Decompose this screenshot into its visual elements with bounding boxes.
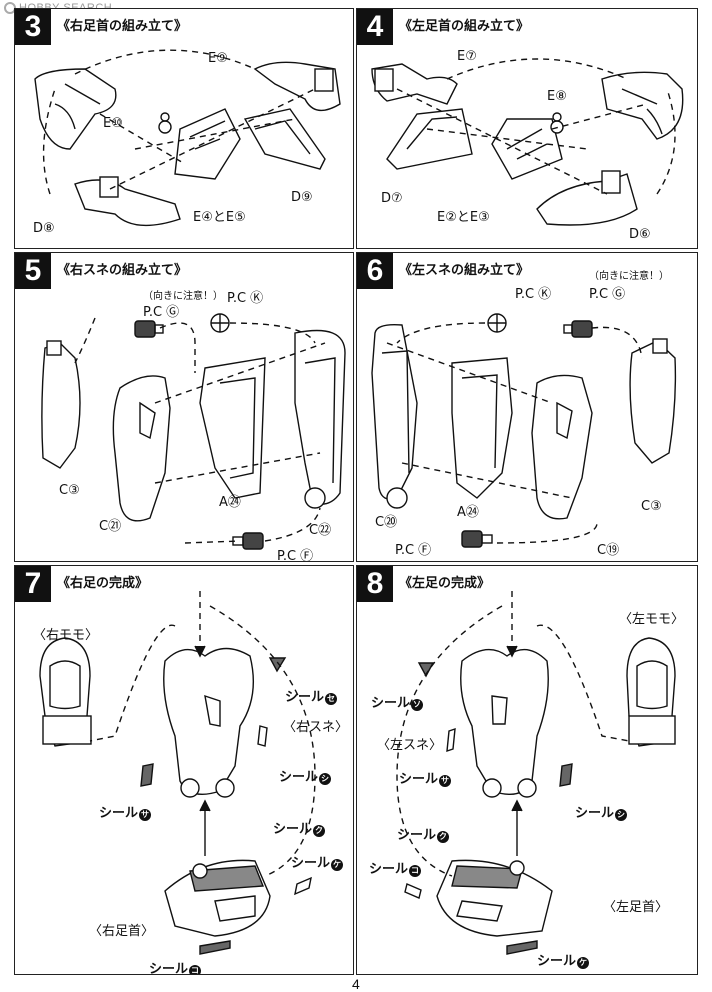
label-left-thigh: 〈左モモ〉: [619, 612, 685, 627]
step-number: 7: [15, 566, 51, 602]
label-e2e3: E②とE③: [437, 210, 490, 225]
label-pc-f: P.C Ⓕ: [277, 549, 314, 562]
step-4-illustration: [371, 58, 684, 226]
seal-mark-ke: ケ: [331, 859, 344, 871]
step-5-illustration: [41, 313, 346, 550]
label-a24: A㉔: [219, 495, 241, 510]
page-number: 4: [352, 976, 360, 992]
label-right-shin: 〈右スネ〉: [283, 720, 349, 735]
label-seal-ke: シールケ: [291, 856, 344, 871]
label-e4e5: E④とE⑤: [193, 210, 246, 225]
label-pc-k: P.C Ⓚ: [227, 291, 264, 306]
label-seal-sa: シールサ: [399, 772, 452, 787]
label-seal-shi: シールシ: [575, 806, 628, 821]
step-3-illustration: [34, 49, 341, 227]
label-left-ankle: 〈左足首〉: [603, 900, 669, 915]
label-seal-se: シールセ: [285, 690, 338, 705]
seal-mark-shi: シ: [319, 773, 332, 785]
label-c19: C⑲: [597, 543, 620, 558]
step-5-panel: 5 《右スネの組み立て》 （向きに注意！） P.C Ⓖ P.C Ⓚ C③ C㉑ …: [14, 252, 354, 562]
step-title: 《右スネの組み立て》: [57, 263, 188, 278]
label-right-ankle: 〈右足首〉: [89, 924, 155, 939]
label-seal-ku: シールク: [397, 828, 450, 843]
label-left-shin: 〈左スネ〉: [377, 738, 443, 753]
orientation-note: （向きに注意！）: [589, 271, 669, 282]
label-pc-g: P.C Ⓖ: [143, 305, 180, 320]
step-number: 4: [357, 9, 393, 45]
label-c20: C⑳: [375, 515, 398, 530]
seal-mark-ke: ケ: [577, 957, 590, 969]
label-right-thigh: 〈右モモ〉: [33, 628, 99, 643]
label-e9: E⑨: [208, 51, 228, 66]
label-c3: C③: [59, 483, 80, 498]
label-seal-ko: シールコ: [149, 962, 202, 975]
seal-mark-so: ソ: [411, 699, 424, 711]
label-seal-shi: シールシ: [279, 770, 332, 785]
seal-mark-ku: ク: [437, 831, 450, 843]
step-number: 6: [357, 253, 393, 289]
label-seal-ke: シールケ: [537, 954, 590, 969]
step-6-illustration: [371, 313, 677, 548]
step-title: 《右足の完成》: [57, 576, 149, 591]
step-number: 3: [15, 9, 51, 45]
step-number: 8: [357, 566, 393, 602]
label-c22: C㉒: [309, 523, 332, 538]
label-pc-f: P.C Ⓕ: [395, 543, 432, 558]
seal-mark-ko: コ: [409, 865, 422, 877]
label-d8: D⑧: [33, 221, 55, 236]
step-number: 5: [15, 253, 51, 289]
label-e8: E⑧: [547, 89, 567, 104]
label-a24: A㉔: [457, 505, 479, 520]
step-6-panel: 6 《左スネの組み立て》 P.C Ⓚ （向きに注意！） P.C Ⓖ C⑳ A㉔ …: [356, 252, 698, 562]
step-7-panel: 7 《右足の完成》 〈右モモ〉 シールセ 〈右スネ〉 シールシ シールサ シール…: [14, 565, 354, 975]
label-seal-ku: シールク: [273, 822, 326, 837]
seal-mark-sa: サ: [139, 809, 152, 821]
seal-mark-ku: ク: [313, 825, 326, 837]
label-c3: C③: [641, 499, 662, 514]
label-pc-k: P.C Ⓚ: [515, 287, 552, 302]
step-7-illustration: [39, 591, 316, 955]
step-title: 《右足首の組み立て》: [57, 19, 188, 34]
step-4-panel: 4 《左足首の組み立て》 E⑦ E⑧ D⑦ E②とE③ D⑥: [356, 8, 698, 249]
seal-mark-sa: サ: [439, 775, 452, 787]
step-title: 《左スネの組み立て》: [399, 263, 530, 278]
label-d7: D⑦: [381, 191, 403, 206]
label-d9: D⑨: [291, 190, 313, 205]
seal-mark-se: セ: [325, 693, 338, 705]
label-e7: E⑦: [457, 49, 477, 64]
orientation-note: （向きに注意！）: [143, 291, 223, 302]
label-seal-sa: シールサ: [99, 806, 152, 821]
seal-mark-shi: シ: [615, 809, 628, 821]
step-3-panel: 3 《右足首の組み立て》 E⑨ E⑩ E④とE⑤ D⑨ D⑧: [14, 8, 354, 249]
step-8-panel: 8 《左足の完成》 〈左モモ〉 シールソ 〈左スネ〉 シールサ シールシ シール…: [356, 565, 698, 975]
step-8-illustration: [396, 591, 676, 955]
step-title: 《左足の完成》: [399, 576, 491, 591]
label-seal-ko: シールコ: [369, 862, 422, 877]
label-d6: D⑥: [629, 227, 651, 242]
label-e10: E⑩: [103, 116, 123, 131]
label-seal-so: シールソ: [371, 696, 424, 711]
seal-mark-ko: コ: [189, 965, 202, 975]
label-pc-g: P.C Ⓖ: [589, 287, 626, 302]
step-title: 《左足首の組み立て》: [399, 19, 530, 34]
label-c21: C㉑: [99, 519, 122, 534]
